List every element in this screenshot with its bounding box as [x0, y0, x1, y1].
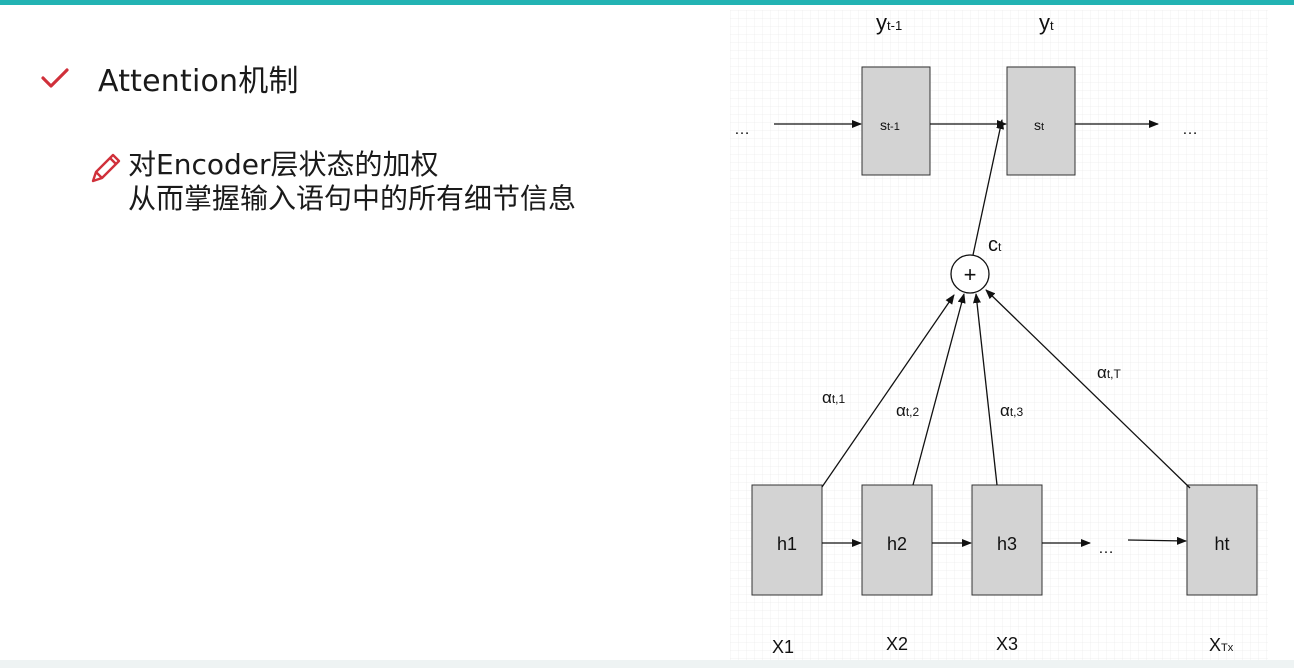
bottom-bar — [0, 660, 1294, 668]
ellipsis-right: … — [1182, 121, 1198, 138]
sum-operator: + — [964, 262, 977, 287]
output-label-cur: yt — [1039, 10, 1054, 35]
encoder-label-h1: h1 — [777, 534, 797, 554]
ellipsis-middle: … — [1098, 540, 1114, 557]
weight-label-2: αt,2 — [896, 401, 919, 420]
check-icon — [41, 68, 69, 88]
pencil-icon — [91, 153, 121, 183]
attention-diagram: yt-1 yt st-1 st … … ct + h1 h2 h3 ht … — [730, 10, 1268, 660]
arrow-ellipsis-ht — [1127, 536, 1187, 545]
output-label-prev: yt-1 — [876, 10, 902, 35]
decoder-state-prev — [861, 66, 931, 176]
input-label-Tx: XTx — [1209, 635, 1234, 655]
decoder-state-cur — [1006, 66, 1076, 176]
ellipsis-left: … — [734, 121, 750, 138]
weight-label-T: αt,T — [1097, 363, 1121, 382]
context-label: ct — [988, 234, 1002, 256]
encoder-h1 — [751, 484, 823, 596]
heading-bullet: Attention机制 — [40, 56, 299, 100]
context-sum-node — [950, 254, 990, 294]
encoder-label-ht: ht — [1214, 534, 1229, 554]
encoder-ht — [1186, 484, 1258, 596]
attention-arrow-1 — [821, 294, 955, 488]
encoder-h3 — [971, 484, 1043, 596]
slide-heading: Attention机制 — [98, 64, 299, 99]
subpoint-line-2: 从而掌握输入语句中的所有细节信息 — [128, 182, 577, 215]
attention-arrow-T — [985, 289, 1191, 489]
top-accent-bar — [0, 0, 1294, 5]
weight-label-1: αt,1 — [822, 388, 845, 407]
encoder-label-h2: h2 — [887, 534, 907, 554]
attention-arrow-2 — [912, 293, 966, 486]
decoder-label-prev: st-1 — [880, 117, 900, 133]
arrow-context-to-state — [972, 119, 1005, 256]
input-label-1: X1 — [772, 637, 794, 657]
encoder-label-h3: h3 — [997, 534, 1017, 554]
decoder-label-cur: st — [1034, 117, 1044, 133]
attention-arrow-3 — [973, 293, 998, 486]
input-label-3: X3 — [996, 634, 1018, 654]
encoder-h2 — [861, 484, 933, 596]
input-label-2: X2 — [886, 634, 908, 654]
weight-label-3: αt,3 — [1000, 401, 1023, 420]
subpoint-line-1: 对Encoder层状态的加权 — [128, 148, 439, 181]
sub-bullet: 对Encoder层状态的加权 从而掌握输入语句中的所有细节信息 — [88, 148, 576, 216]
